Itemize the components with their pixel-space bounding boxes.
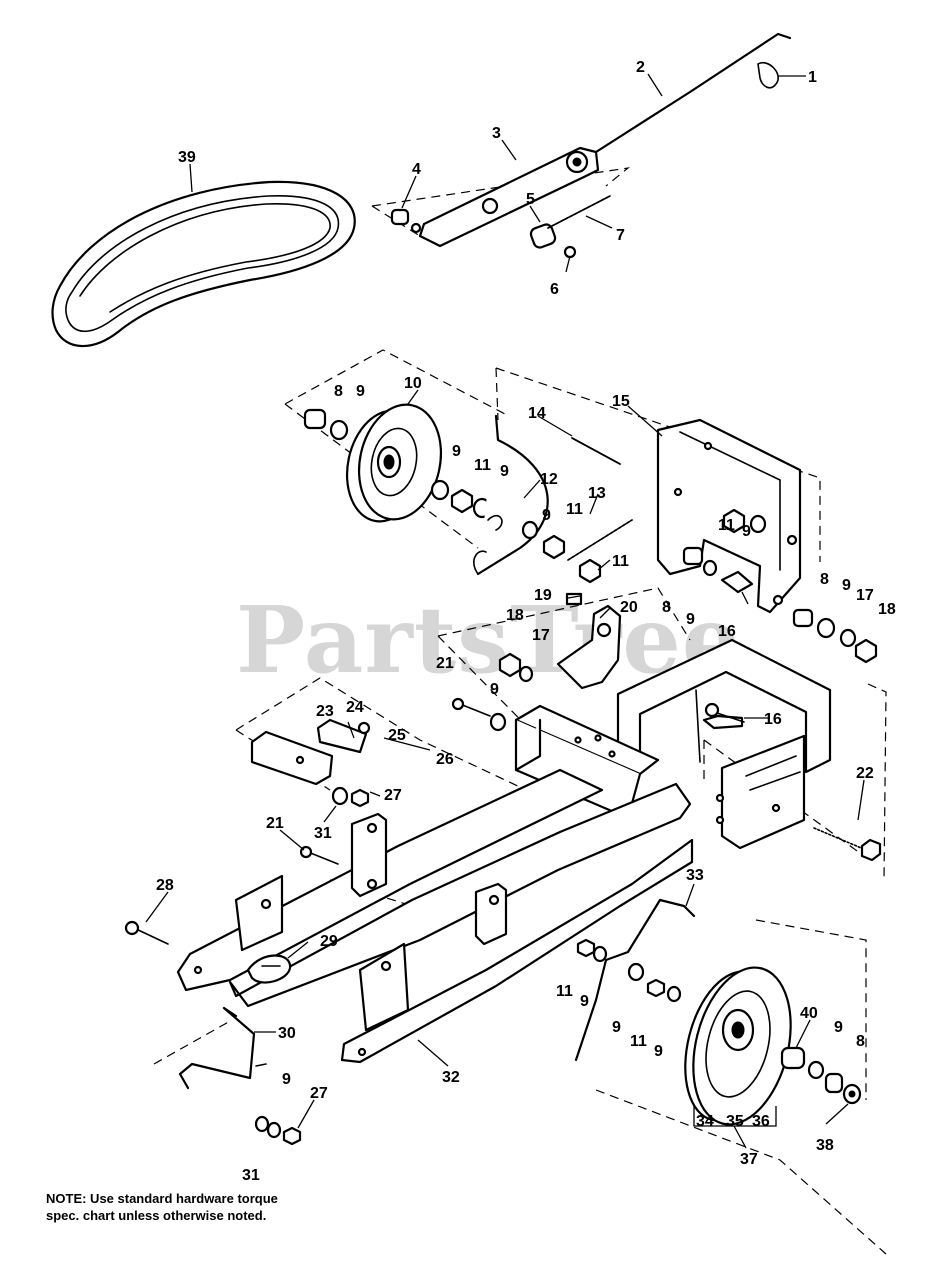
callout-20: 20 [620, 599, 638, 616]
callout-8: 8 [334, 383, 343, 400]
callout-5: 5 [526, 191, 535, 208]
callout-29: 29 [320, 933, 338, 950]
callout-9: 9 [282, 1071, 291, 1088]
callout-11: 11 [566, 501, 583, 518]
callout-39: 39 [178, 149, 196, 166]
callout-10: 10 [404, 375, 422, 392]
callout-12: 12 [540, 471, 558, 488]
callout-7: 7 [616, 227, 625, 244]
callout-26: 26 [436, 751, 454, 768]
callout-9: 9 [500, 463, 509, 480]
callout-32: 32 [442, 1069, 460, 1086]
upper-idler-pulley [303, 403, 492, 523]
callout-31: 31 [242, 1167, 260, 1184]
callout-40: 40 [800, 1005, 818, 1022]
callout-8: 8 [820, 571, 829, 588]
callout-15: 15 [612, 393, 630, 410]
callout-17: 17 [856, 587, 874, 604]
callout-31: 31 [314, 825, 332, 842]
callout-1: 1 [808, 69, 817, 86]
lower-idler-pulley [254, 938, 862, 1146]
callout-14: 14 [528, 405, 546, 422]
callout-18: 18 [878, 601, 896, 618]
callout-18: 18 [506, 607, 524, 624]
callout-9: 9 [490, 681, 499, 698]
callout-35: 35 [726, 1113, 744, 1130]
callout-36: 36 [752, 1113, 770, 1130]
callout-11: 11 [612, 553, 629, 570]
mounting-plate [451, 592, 622, 732]
callout-24: 24 [346, 699, 364, 716]
callout-11: 11 [630, 1033, 647, 1050]
callout-19: 19 [534, 587, 552, 604]
callout-9: 9 [612, 1019, 621, 1036]
callout-9: 9 [742, 523, 751, 540]
callout-30: 30 [278, 1025, 296, 1042]
callout-16: 16 [764, 711, 782, 728]
callout-8: 8 [662, 599, 671, 616]
callout-2: 2 [636, 59, 645, 76]
callout-23: 23 [316, 703, 334, 720]
callout-16: 16 [718, 623, 736, 640]
main-frame [124, 638, 882, 1064]
callout-9: 9 [834, 1019, 843, 1036]
callout-37: 37 [740, 1151, 758, 1168]
callout-9: 9 [686, 611, 695, 628]
callout-22: 22 [856, 765, 874, 782]
callout-27: 27 [310, 1085, 328, 1102]
callout-21: 21 [266, 815, 284, 832]
callout-38: 38 [816, 1137, 834, 1154]
callout-9: 9 [654, 1043, 663, 1060]
callout-11: 11 [556, 983, 573, 1000]
callout-6: 6 [550, 281, 559, 298]
clutch-linkage [390, 32, 792, 259]
callout-8: 8 [856, 1033, 865, 1050]
leader-lines [145, 73, 865, 1149]
callout-9: 9 [356, 383, 365, 400]
callout-9: 9 [580, 993, 589, 1010]
callout-25: 25 [388, 727, 406, 744]
callout-4: 4 [412, 161, 421, 178]
callout-21: 21 [436, 655, 454, 672]
callout-17: 17 [532, 627, 550, 644]
idler-bracket [571, 418, 878, 664]
spring-and-rod [473, 414, 633, 584]
callout-3: 3 [492, 125, 501, 142]
drive-belt [51, 180, 356, 348]
callout-13: 13 [588, 485, 606, 502]
callout-9: 9 [542, 507, 551, 524]
callout-33: 33 [686, 867, 704, 884]
callout-11: 11 [718, 517, 735, 534]
adjust-plates [250, 718, 371, 808]
callout-27: 27 [384, 787, 402, 804]
part-callouts: 1 2 3 4 5 6 7 39 8 9 10 14 15 9 11 9 12 … [156, 59, 896, 1184]
callout-9: 9 [842, 577, 851, 594]
torque-note: NOTE: Use standard hardware torque spec.… [46, 1191, 278, 1223]
callout-9: 9 [452, 443, 461, 460]
callout-34: 34 [696, 1113, 714, 1130]
callout-28: 28 [156, 877, 174, 894]
callout-11: 11 [474, 457, 491, 474]
